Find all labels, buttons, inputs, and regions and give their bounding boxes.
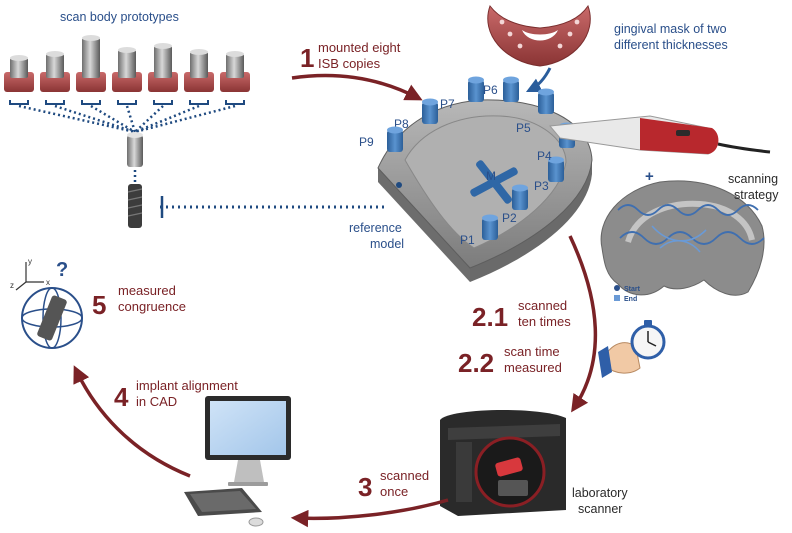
selected-scan-body-icon [127, 132, 143, 167]
pin-label: P4 [537, 149, 552, 163]
laboratory-scanner-icon [440, 409, 566, 516]
implant-icon [127, 184, 143, 228]
gingival-mask-line-1: gingival mask of two [614, 22, 727, 36]
prototype-dot-line [125, 105, 137, 133]
reference-model-line-1: reference [349, 221, 402, 235]
scan-body-prototypes-label: scan body prototypes [60, 10, 179, 24]
step-4-number: 4 [114, 382, 129, 412]
prototype-dot-line [90, 104, 136, 134]
step-5-number: 5 [92, 290, 106, 320]
prototype-dot-line [134, 104, 236, 134]
pin-label: P9 [359, 135, 374, 149]
pin-p2 [512, 184, 528, 210]
intraoral-scanner-icon [549, 115, 771, 155]
pin-p6 [503, 76, 519, 102]
prototype-dot-line [134, 105, 164, 133]
axis-x-label: x [46, 278, 50, 287]
pin-p9 [387, 126, 403, 152]
scan-body-prototype-icon [112, 47, 142, 92]
prototype-dotted-connectors [9, 100, 245, 134]
step-2-1-number: 2.1 [472, 302, 508, 332]
step-5-line-2: congruence [118, 299, 186, 314]
prototype-bracket [117, 100, 137, 105]
step-4-line-1: implant alignment [136, 378, 238, 393]
gingival-mask-icon [487, 4, 591, 67]
center-cross-marker [470, 160, 518, 204]
prototype-bracket [225, 100, 245, 105]
question-mark: ? [56, 259, 68, 281]
gingival-mask-line-2: different thicknesses [614, 38, 728, 52]
pin-p7 [468, 76, 484, 102]
pin-label: P1 [460, 233, 475, 247]
prototype-dot-line [54, 104, 136, 134]
pin-label: P7 [440, 97, 455, 111]
plus-sign: + [645, 168, 654, 185]
pin-p8 [422, 98, 438, 124]
laboratory-scanner-line-2: scanner [578, 502, 622, 516]
congruence-axes-icon [15, 262, 44, 291]
scan-body-prototype-icon [40, 51, 70, 92]
step-3-line-1: scanned [380, 468, 429, 483]
prototype-bracket [9, 100, 29, 105]
legend-start-label: Start [624, 286, 641, 293]
step-3-arrow [290, 498, 449, 528]
gingival-mask-arrow [525, 67, 552, 93]
step-2-1-line-2: ten times [518, 314, 571, 329]
step-2-arrow [568, 235, 598, 413]
step-3-line-2: once [380, 484, 408, 499]
scan-body-prototype-icon [220, 51, 250, 92]
step-1-line-1: mounted eight [318, 40, 401, 55]
scan-body-prototype-icon [148, 43, 178, 92]
scanning-strategy-line-1: scanning [728, 172, 778, 186]
reference-model [377, 99, 593, 282]
pin-label: P5 [516, 121, 531, 135]
pin-p3 [548, 156, 564, 182]
prototype-dot-line [134, 104, 200, 134]
center-marker-label: M [486, 169, 496, 183]
prototype-dot-line [18, 104, 136, 134]
desktop-computer-icon [184, 396, 291, 527]
prototype-bracket [189, 100, 209, 105]
step-2-1-line-1: scanned [518, 298, 567, 313]
pin-p1 [482, 214, 498, 240]
reference-point [396, 182, 402, 188]
legend-end-label: End [624, 296, 637, 303]
scan-body-prototype-icon [184, 49, 214, 92]
pin-label: P6 [483, 83, 498, 97]
scan-body-prototypes [4, 35, 250, 92]
step-3-number: 3 [358, 472, 372, 502]
step-2-2-line-1: scan time [504, 344, 560, 359]
prototype-bracket [81, 100, 101, 105]
step-4-line-2: in CAD [136, 394, 177, 409]
pin-p5 [538, 88, 554, 114]
step-2-2-number: 2.2 [458, 348, 494, 378]
step-1-number: 1 [300, 43, 314, 73]
axis-y-label: y [28, 257, 32, 266]
step-1-line-2: ISB copies [318, 56, 381, 71]
laboratory-scanner-line-1: laboratory [572, 486, 628, 500]
pin-label: P2 [502, 211, 517, 225]
step-4-arrow [73, 365, 191, 478]
scan-body-prototype-icon [4, 55, 34, 92]
step-1-arrow [291, 73, 423, 101]
pin-label: P3 [534, 179, 549, 193]
prototype-bracket [153, 100, 173, 105]
scan-body-prototype-icon [76, 35, 106, 92]
stopwatch-icon [598, 320, 666, 378]
step-2-2-line-2: measured [504, 360, 562, 375]
step-5-line-1: measured [118, 283, 176, 298]
congruence-sphere-icon [21, 287, 83, 349]
scanning-strategy-illustration [600, 180, 765, 301]
prototype-bracket [45, 100, 65, 105]
axis-z-label: z [10, 281, 14, 290]
scanning-strategy-line-2: strategy [734, 188, 779, 202]
reference-model-line-2: model [370, 237, 404, 251]
